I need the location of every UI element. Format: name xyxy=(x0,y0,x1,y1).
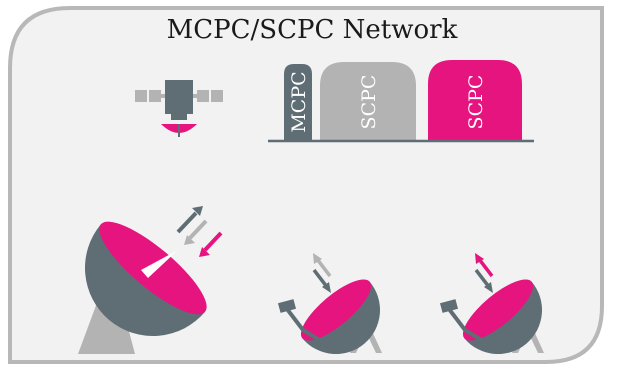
carrier-band-mcpc: MCPC xyxy=(284,64,312,141)
hub-signal-arrows xyxy=(176,206,223,257)
band-label-mcpc: MCPC xyxy=(288,71,310,132)
remote-signal-arrows xyxy=(474,253,494,293)
remote-dish-icon xyxy=(439,279,544,354)
band-label-scpc-magenta: SCPC xyxy=(465,75,487,130)
diagram-title: MCPC/SCPC Network xyxy=(167,15,458,45)
remote-signal-arrows xyxy=(312,253,332,293)
carrier-band-scpc-magenta: SCPC xyxy=(428,60,522,141)
hub-dish-icon xyxy=(78,221,207,354)
remote-dish-icon xyxy=(277,279,382,354)
carrier-band-scpc-gray: SCPC xyxy=(320,62,416,141)
satellite-icon xyxy=(135,80,223,137)
band-label-scpc-gray: SCPC xyxy=(358,75,380,130)
